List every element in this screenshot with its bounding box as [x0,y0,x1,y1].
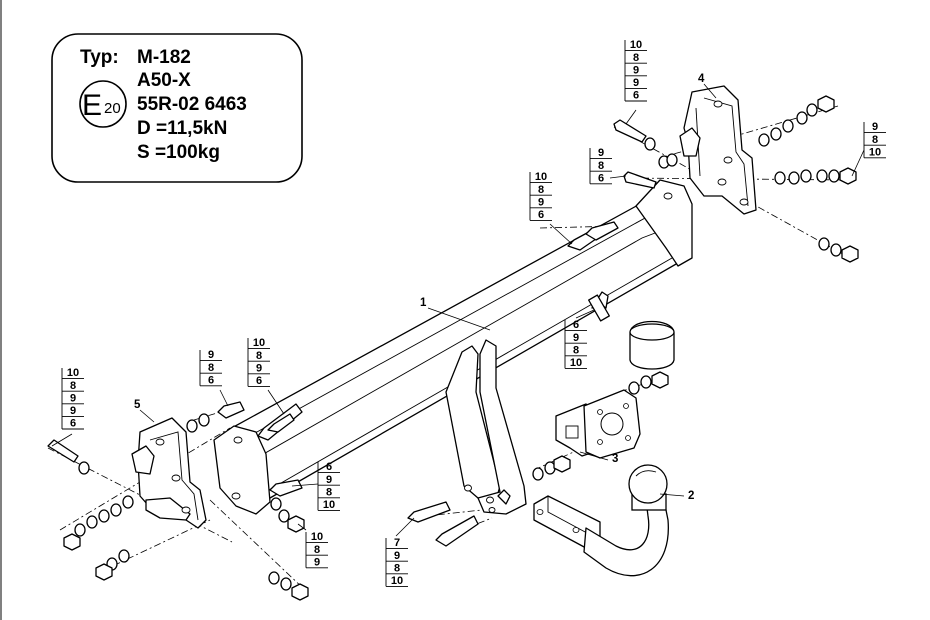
callout-item: 9 [633,77,639,89]
callout-leader [51,433,73,447]
callout-left-bolt-a: 986 [199,349,229,407]
spec-d-value: D =11,5kN [137,118,227,139]
spec-box: Typ: M-182 A50-X E 20 55R-02 6463 D =11,… [51,33,303,183]
callout-item: 8 [326,486,332,498]
tow-ball-assembly [533,464,669,577]
callout-item: 9 [394,550,400,562]
callout-leader [291,483,319,487]
callout-item: 10 [253,337,265,349]
part-labels: 1 2 3 4 5 [134,73,717,502]
callout-item: 6 [208,374,214,386]
callout-item: 9 [538,196,544,208]
callout-item: 9 [872,121,878,133]
part-label-5: 5 [134,399,141,411]
callout-item: 9 [633,64,639,76]
callout-item: 9 [70,405,76,417]
part-label-4: 4 [698,73,705,85]
center-drop-bracket [445,339,527,515]
spec-s-value: S =100kg [137,142,220,163]
callout-leader [267,389,285,415]
bolts [47,119,657,547]
callout-item: 8 [208,362,214,374]
callout-item: 8 [633,52,639,64]
callout-leader [609,175,627,179]
callout-leader [219,389,229,407]
callout-item: 7 [394,537,400,549]
approval-mark: E [82,89,102,122]
callout-item: 6 [70,418,76,430]
callout-item: 9 [314,556,320,568]
callout-item: 8 [314,544,320,556]
callout-leader [851,149,865,177]
part-label-3: 3 [612,453,618,465]
spec-type-value: M-182 [137,47,191,68]
callout-item: 10 [391,575,403,587]
callout-stacks: 1089969861089698106981010899698610896698… [51,39,886,587]
callout-item: 8 [573,344,579,356]
callout-item: 10 [535,171,547,183]
callout-item: 6 [538,209,544,221]
callout-item: 8 [872,134,878,146]
callout-item: 10 [323,499,335,511]
left-side-bracket [131,417,207,529]
part-label-2: 2 [688,490,694,502]
callout-item: 6 [633,90,639,102]
callout-item: 8 [538,184,544,196]
socket-plate [555,389,641,459]
callout-item: 8 [70,380,76,392]
callout-item: 9 [70,392,76,404]
callout-item: 9 [208,349,214,361]
spec-approval-number: 55R-02 6463 [137,94,247,115]
callout-item: 6 [256,375,262,387]
spec-class: A50-X [137,70,191,91]
approval-circle [79,80,127,128]
callout-item: 8 [394,562,400,574]
callout-item: 9 [573,332,579,344]
callout-item: 9 [326,474,332,486]
right-side-bracket [679,85,757,215]
callout-item: 10 [311,531,323,543]
callout-item: 10 [630,39,642,51]
approval-country: 20 [104,100,121,117]
callout-item: 9 [598,147,604,159]
callout-leader [297,523,307,531]
nuts-and-washers [63,95,859,601]
callout-leader [395,517,415,537]
callout-top-center-bolt: 986 [589,147,627,184]
main-cross-tube [213,179,693,515]
callout-item: 6 [326,461,332,473]
spec-type-label: Typ: [80,47,119,68]
callout-item: 6 [573,319,579,331]
callout-item: 10 [67,367,79,379]
callout-item: 10 [570,357,582,369]
callout-item: 9 [256,362,262,374]
callout-leader [549,223,573,245]
spec-box-frame [51,33,303,183]
callout-item: 8 [256,350,262,362]
ball-cover-cap [629,320,675,370]
callout-item: 8 [598,160,604,172]
callout-leader [625,109,637,125]
part-label-1: 1 [420,297,427,309]
callout-leader [575,309,595,319]
callout-item: 6 [598,172,604,184]
callout-item: 10 [869,146,881,158]
